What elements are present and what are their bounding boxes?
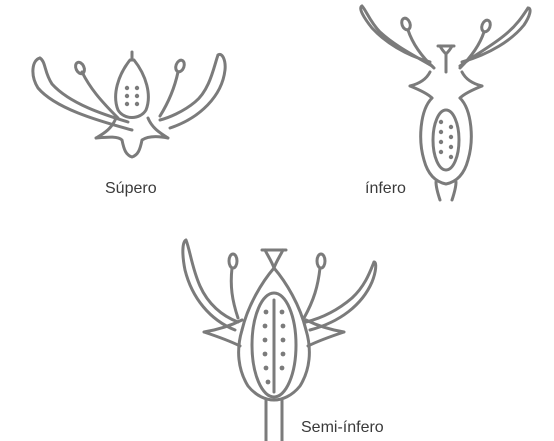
infero-stigma bbox=[438, 46, 454, 54]
infero-stamen-1 bbox=[408, 30, 434, 68]
label-semi-infero: Semi-ínfero bbox=[301, 419, 384, 437]
semi-left-petal bbox=[183, 240, 238, 330]
infero-ovules bbox=[439, 120, 453, 159]
infero-anther-2 bbox=[480, 19, 492, 33]
infero-left-petal bbox=[361, 6, 432, 66]
supero-right-petal bbox=[160, 54, 225, 128]
semi-stamen-right bbox=[304, 268, 320, 318]
flower-infero bbox=[361, 6, 530, 200]
semi-pedicel bbox=[266, 400, 282, 441]
infero-stamen-2 bbox=[460, 32, 484, 68]
semi-anther-right bbox=[317, 254, 325, 268]
semi-stamen-left bbox=[231, 268, 238, 318]
label-infero: ínfero bbox=[365, 180, 406, 198]
supero-ovary bbox=[116, 60, 149, 118]
flower-semi-infero bbox=[183, 240, 376, 441]
infero-locule bbox=[433, 110, 459, 170]
infero-receptacle-top bbox=[410, 72, 482, 98]
semi-anther-left bbox=[229, 254, 237, 268]
supero-anther-right bbox=[174, 59, 186, 73]
supero-anther-left bbox=[74, 61, 86, 75]
infero-anther-1 bbox=[400, 17, 412, 31]
supero-ovules bbox=[125, 86, 139, 106]
supero-stamen-right bbox=[160, 72, 178, 116]
label-supero: Súpero bbox=[105, 180, 157, 198]
semi-right-petal bbox=[306, 262, 376, 330]
semi-stigma bbox=[262, 250, 286, 268]
